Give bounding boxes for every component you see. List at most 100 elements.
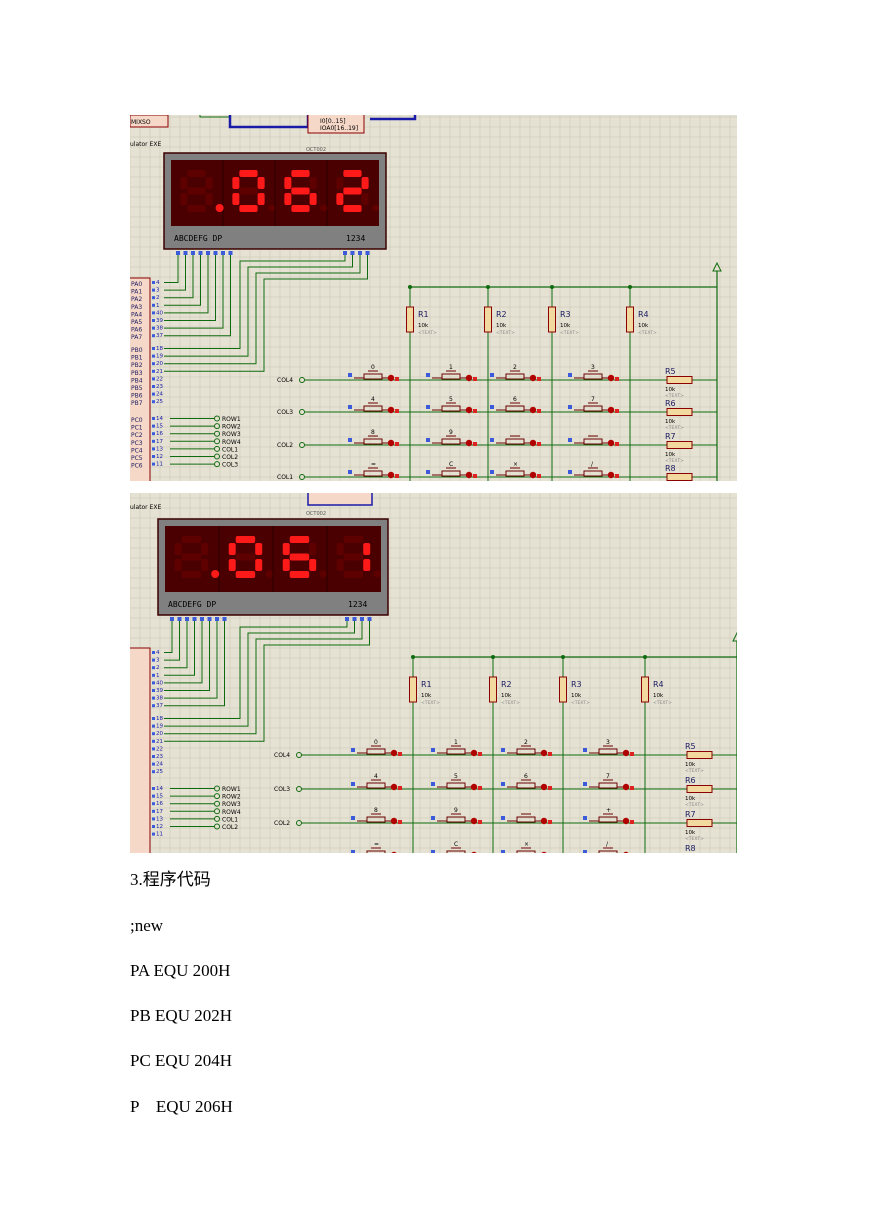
display-pin	[365, 251, 370, 255]
chip-pin	[152, 704, 155, 708]
chip-pin	[152, 787, 155, 790]
display-segment	[336, 543, 344, 555]
chip-port-label: PC1	[131, 425, 143, 432]
chip-pin	[152, 739, 155, 743]
display-pin	[215, 617, 219, 621]
key-pin	[395, 442, 399, 446]
resistor-body	[409, 676, 417, 703]
resistor-body	[666, 376, 693, 384]
display-segment	[235, 571, 256, 578]
resistor-value: 10k	[560, 323, 571, 329]
digit-select-wire	[164, 255, 353, 357]
chip-pin-number: 21	[156, 369, 163, 375]
key-contact	[470, 749, 478, 757]
chip-pin	[152, 770, 155, 774]
segment-wire	[164, 621, 203, 684]
resistor-value: 10k	[685, 762, 696, 768]
junction-dot	[491, 655, 495, 659]
key-pin	[537, 442, 541, 446]
key-pin	[478, 820, 482, 824]
key-pin	[431, 816, 435, 820]
row-terminal	[296, 752, 302, 758]
key-pin	[398, 786, 402, 790]
display-segment	[336, 177, 344, 189]
display-pin	[367, 617, 372, 621]
chip-pin-label: IOA0[16..19]	[320, 125, 358, 132]
digit-select-wire	[164, 255, 346, 349]
resistor-text-tag: <TEXT>	[685, 768, 704, 774]
key-pin	[501, 850, 505, 853]
chip-pin	[152, 832, 155, 836]
net-terminal	[214, 430, 220, 437]
segment-wire	[164, 621, 195, 676]
display-segment	[255, 543, 263, 555]
row-label: COL1	[277, 474, 293, 481]
key-body	[363, 373, 383, 380]
chip-pin-number: 18	[156, 346, 163, 352]
chip-pin-number: 15	[156, 424, 163, 430]
chip-pin	[152, 666, 155, 670]
display-segment	[235, 536, 256, 543]
segment-wire	[164, 621, 210, 691]
key-label: 4	[371, 396, 375, 403]
key-pin	[615, 442, 619, 446]
key-contact	[391, 851, 397, 853]
resistor-body	[559, 676, 567, 703]
resistor-body	[406, 306, 414, 333]
net-label: ROW1	[222, 786, 241, 793]
display-pin	[183, 251, 188, 255]
key-contact	[387, 374, 395, 382]
chip-pin	[152, 432, 155, 436]
chip-port-label: PB1	[131, 355, 143, 362]
chip-port-label: PA3	[131, 304, 142, 311]
chip-pin	[152, 311, 155, 315]
chip-pin	[152, 651, 155, 654]
net-terminal	[214, 445, 220, 452]
chip-pin	[152, 303, 155, 307]
display-pin	[350, 251, 355, 255]
row-label: COL3	[277, 409, 293, 416]
chip-pin	[152, 288, 155, 292]
display-pin	[176, 251, 180, 255]
key-pin	[351, 850, 355, 853]
display-pin	[198, 251, 203, 255]
segment-wire	[164, 255, 216, 321]
display-segment	[309, 177, 317, 189]
chip-port-label: PB2	[131, 362, 143, 369]
chip-pin	[152, 362, 155, 366]
display-segment	[174, 543, 182, 555]
chip-pin-number: 14	[156, 416, 163, 422]
resistor-name: R3	[560, 310, 571, 319]
net-terminal	[214, 793, 220, 800]
code-line: PA EQU 200H	[130, 961, 231, 980]
net-terminal	[214, 823, 220, 830]
key-pin	[426, 405, 430, 409]
code-line: ;new	[130, 916, 164, 935]
display-segment	[181, 571, 202, 578]
segment-wire	[164, 621, 173, 653]
display-digit-pin-label: 1234	[346, 234, 365, 243]
junction-dot	[628, 285, 632, 289]
key-pin	[490, 373, 494, 377]
resistor-text-tag: <TEXT>	[685, 802, 704, 808]
resistor-body	[626, 306, 634, 333]
resistor-body	[484, 306, 492, 333]
chip-pin-number: 4	[156, 280, 160, 286]
chip-pin	[152, 658, 155, 662]
key-pin	[348, 405, 352, 409]
resistor-text-tag: <TEXT>	[571, 700, 590, 706]
digit-select-wire	[164, 621, 355, 727]
key-pin	[583, 850, 587, 853]
resistor-text-tag: <TEXT>	[665, 458, 684, 464]
junction-dot	[408, 285, 412, 289]
row-terminal	[296, 786, 302, 792]
resistor-text-tag: <TEXT>	[501, 700, 520, 706]
display-segment	[343, 536, 364, 543]
junction-dot	[643, 655, 647, 659]
display-segment	[257, 193, 265, 205]
chip-pin	[152, 755, 155, 758]
key-contact	[607, 374, 615, 382]
segment-wire	[164, 621, 218, 699]
key-pin	[548, 752, 552, 756]
key-pin	[490, 470, 494, 474]
